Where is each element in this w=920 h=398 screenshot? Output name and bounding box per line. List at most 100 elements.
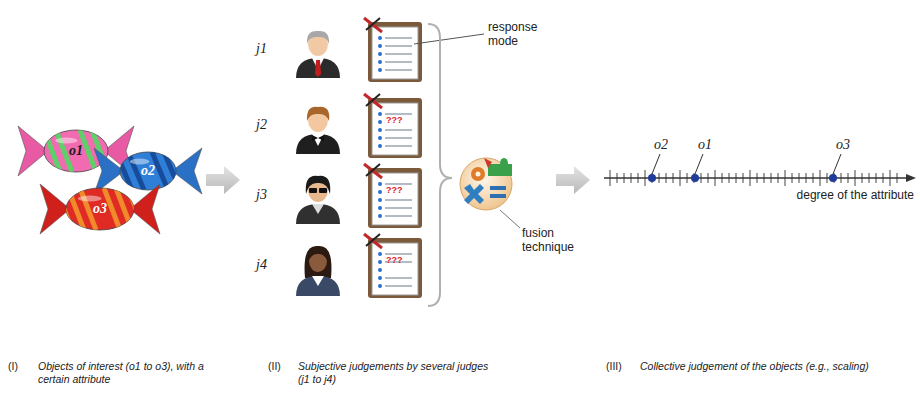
checkbox-dot: [378, 128, 382, 132]
checkbox-dot: [378, 206, 382, 210]
suit: [296, 276, 340, 296]
text-line: [385, 129, 412, 131]
caption-number: (III): [606, 360, 622, 373]
checkbox-dot: [378, 68, 382, 72]
checkbox-dot: [378, 284, 382, 288]
suit: [296, 58, 340, 78]
scale-point: [691, 174, 699, 182]
candy-stripe: [104, 152, 120, 190]
pen: [364, 94, 382, 108]
checkbox-dot: [378, 120, 382, 124]
pen: [364, 164, 382, 178]
checkbox-dot: [378, 190, 382, 194]
object-label: o3: [93, 201, 107, 217]
red-piece: [484, 158, 492, 168]
candy-wrapper: [130, 184, 160, 234]
callout-label: response mode: [488, 20, 566, 48]
glasses: [319, 188, 327, 193]
response-mark: ???: [386, 115, 403, 126]
checkbox-dot: [378, 182, 382, 186]
equals-bar: [490, 194, 506, 198]
judge-figure: [296, 31, 340, 78]
paper: [372, 173, 418, 225]
tie: [315, 60, 321, 77]
caption-text: Subjective judgements by several judges …: [298, 360, 498, 386]
flow-arrow: [556, 166, 590, 194]
hair: [307, 107, 329, 121]
candy-wrapper: [172, 148, 202, 194]
judge-figure: [296, 246, 340, 296]
judge-figure: [296, 107, 340, 154]
response-mark: ???: [386, 255, 403, 266]
caption-number: (II): [268, 360, 281, 373]
checkbox-dot: [378, 60, 382, 64]
checkbox-dot: [378, 214, 382, 218]
paper: [372, 27, 418, 79]
pen: [364, 18, 382, 32]
flow-arrow: [206, 166, 240, 194]
candy-stripe: [116, 188, 132, 230]
scale-point: [648, 174, 656, 182]
leader-line: [695, 154, 703, 174]
board: [368, 168, 422, 228]
caption-text: Collective judgement of the objects (e.g…: [640, 360, 870, 373]
object-label: o2: [141, 163, 155, 179]
pen: [364, 234, 382, 248]
candy-body: [66, 188, 134, 230]
checkbox-dot: [378, 36, 382, 40]
candy-stripe: [56, 188, 72, 230]
text-line: [385, 37, 412, 39]
judge-label: j2: [256, 116, 267, 133]
text-line: [385, 113, 412, 115]
clipboard: [364, 94, 422, 158]
blouse: [312, 276, 324, 286]
candy-stripe: [176, 152, 192, 190]
fusion-disc: [460, 158, 512, 210]
response-mark: ???: [386, 185, 403, 196]
text-line: [385, 207, 412, 209]
candy-stripe: [164, 152, 180, 190]
green-piece: [488, 158, 512, 176]
checkbox-dot: [378, 252, 382, 256]
text-line: [385, 199, 412, 201]
judge-label: j3: [256, 186, 267, 203]
paper: [372, 103, 418, 155]
candy-wrapper: [18, 126, 48, 176]
caption-text: Objects of interest (o1 to o3), with a c…: [38, 360, 238, 386]
checkbox-dot: [378, 52, 382, 56]
checkbox-dot: [378, 198, 382, 202]
text-line: [385, 45, 412, 47]
glasses: [309, 188, 317, 193]
shirt: [312, 204, 324, 214]
board: [368, 238, 422, 298]
text-line: [385, 61, 412, 63]
leader-line: [414, 34, 484, 44]
pen: [366, 94, 380, 106]
checkbox-dot: [378, 44, 382, 48]
board: [368, 22, 422, 82]
scale-label: o2: [654, 136, 668, 153]
candy-shine: [55, 138, 77, 144]
suit: [296, 134, 340, 154]
leader-line: [833, 154, 841, 174]
checkbox-dot: [378, 276, 382, 280]
bow-tie: [312, 135, 324, 141]
bracket: [428, 24, 452, 306]
checkbox-dot: [378, 268, 382, 272]
hair-back: [305, 246, 332, 278]
equals-bar: [490, 186, 506, 190]
checkbox-dot: [378, 144, 382, 148]
fusion-icon: [460, 158, 512, 210]
text-line: [385, 253, 412, 255]
checkbox-dot: [378, 136, 382, 140]
candy-stripe: [32, 130, 48, 172]
pen: [366, 18, 380, 30]
pen: [366, 164, 380, 176]
gear: [471, 167, 485, 181]
hair: [306, 176, 331, 194]
scale-label: o3: [836, 136, 850, 153]
checkbox-dot: [378, 260, 382, 264]
scale-point: [829, 174, 837, 182]
pen: [366, 234, 380, 246]
